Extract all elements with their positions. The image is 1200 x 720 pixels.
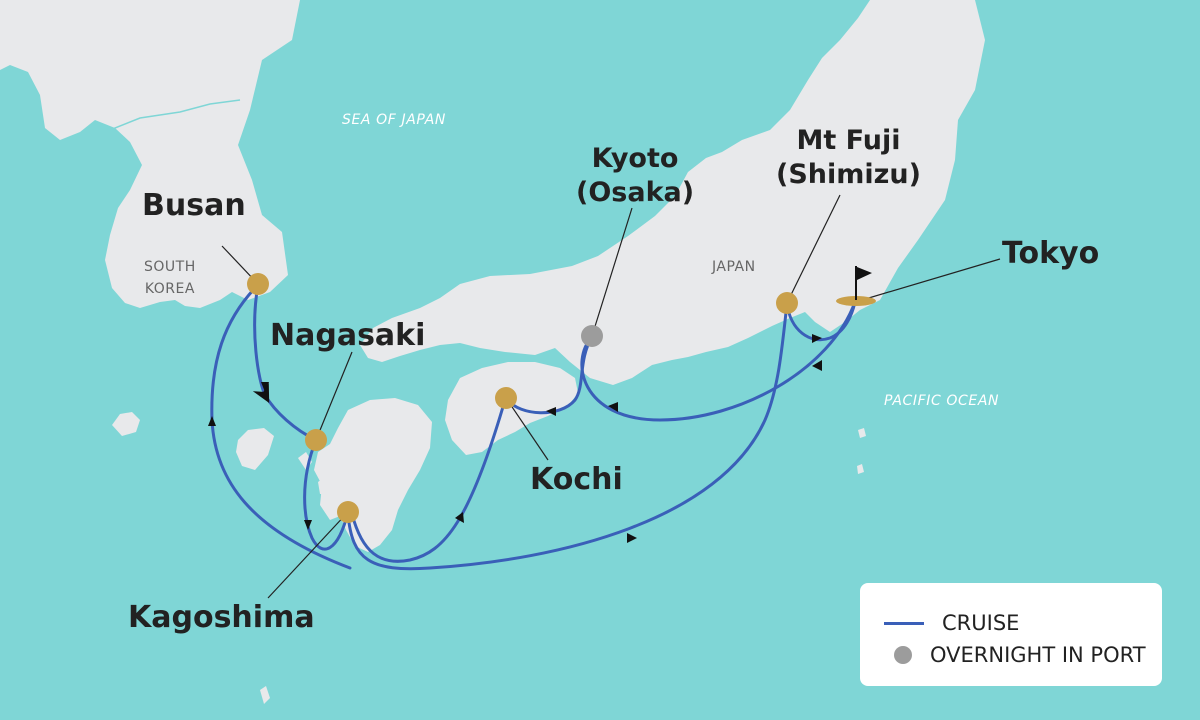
leader-tokyo	[861, 258, 1001, 301]
leader-kagoshima	[267, 511, 349, 599]
legend-overnight-dot	[894, 646, 912, 664]
arrow-8	[812, 334, 822, 343]
busan-label[interactable]: Busan	[142, 188, 246, 223]
korea-border	[109, 99, 241, 131]
mt-fuji-label-line2: (Shimizu)	[776, 159, 921, 190]
legend-overnight-row: OVERNIGHT IN PORT	[884, 643, 1146, 667]
arrow-2	[208, 416, 216, 426]
nagasaki-label[interactable]: Nagasaki	[270, 318, 426, 353]
route-kyoto-tokyo	[580, 300, 857, 422]
korea-landmass	[0, 0, 300, 308]
leader-nagasaki	[315, 351, 353, 441]
arrow-9	[812, 360, 822, 371]
south-korea-label: SOUTH KOREA	[144, 256, 196, 300]
kagoshima-marker[interactable]	[337, 501, 359, 523]
fuji-marker[interactable]	[776, 292, 798, 314]
route-fuji-tokyo	[785, 300, 857, 342]
kyoto-label[interactable]: Kyoto (Osaka)	[576, 142, 694, 210]
kagoshima-label[interactable]: Kagoshima	[128, 600, 315, 635]
legend-cruise-line	[884, 621, 924, 625]
legend-cruise-label: CRUISE	[942, 611, 1020, 635]
island-2	[236, 428, 274, 470]
arrow-5	[627, 533, 637, 543]
flag-icon	[855, 266, 872, 300]
pacific-ocean-label: PACIFIC OCEAN	[884, 393, 1000, 409]
route-kagoshima-kochi	[350, 398, 507, 563]
south-korea-line1: SOUTH	[144, 259, 196, 275]
island-4	[318, 476, 334, 494]
map-legend: CRUISE OVERNIGHT IN PORT	[860, 583, 1162, 686]
route-kochi-kyoto	[506, 335, 594, 415]
route-nagasaki-kagoshima	[303, 438, 350, 551]
legend-overnight-label: OVERNIGHT IN PORT	[930, 643, 1146, 667]
arrow-1	[261, 382, 269, 392]
kochi-label[interactable]: Kochi	[530, 462, 623, 497]
kochi-marker[interactable]	[495, 387, 517, 409]
island-5	[858, 428, 866, 438]
tokyo-marker[interactable]	[836, 296, 876, 306]
arrow-6	[546, 407, 556, 416]
nagasaki-marker[interactable]	[305, 429, 327, 451]
japan-label: JAPAN	[712, 259, 756, 275]
kyoto-label-line1: Kyoto	[591, 143, 679, 174]
shikoku-landmass	[445, 362, 578, 455]
island-6	[857, 464, 864, 474]
leader-kyoto	[591, 207, 633, 337]
route-arrows	[208, 334, 822, 543]
arrow-7	[608, 402, 618, 412]
kyoto-label-line2: (Osaka)	[576, 177, 695, 208]
arrow-3	[304, 520, 312, 530]
honshu-landmass	[360, 0, 985, 385]
mt-fuji-label-line1: Mt Fuji	[796, 125, 901, 156]
leader-fuji	[786, 194, 841, 304]
sea-of-japan-label: SEA OF JAPAN	[342, 112, 446, 128]
island-7	[260, 686, 270, 704]
kyoto-overnight-marker[interactable]	[581, 325, 603, 347]
legend-cruise-row: CRUISE	[884, 611, 1019, 635]
route-busan-nagasaki	[252, 283, 318, 442]
tokyo-label[interactable]: Tokyo	[1002, 236, 1100, 271]
arrow-4	[455, 512, 464, 523]
south-korea-line2: KOREA	[144, 281, 195, 297]
leader-lines	[221, 194, 1001, 599]
island-1	[112, 412, 140, 436]
mt-fuji-label[interactable]: Mt Fuji (Shimizu)	[776, 124, 921, 192]
leader-kochi	[505, 397, 549, 461]
busan-marker[interactable]	[247, 273, 269, 295]
